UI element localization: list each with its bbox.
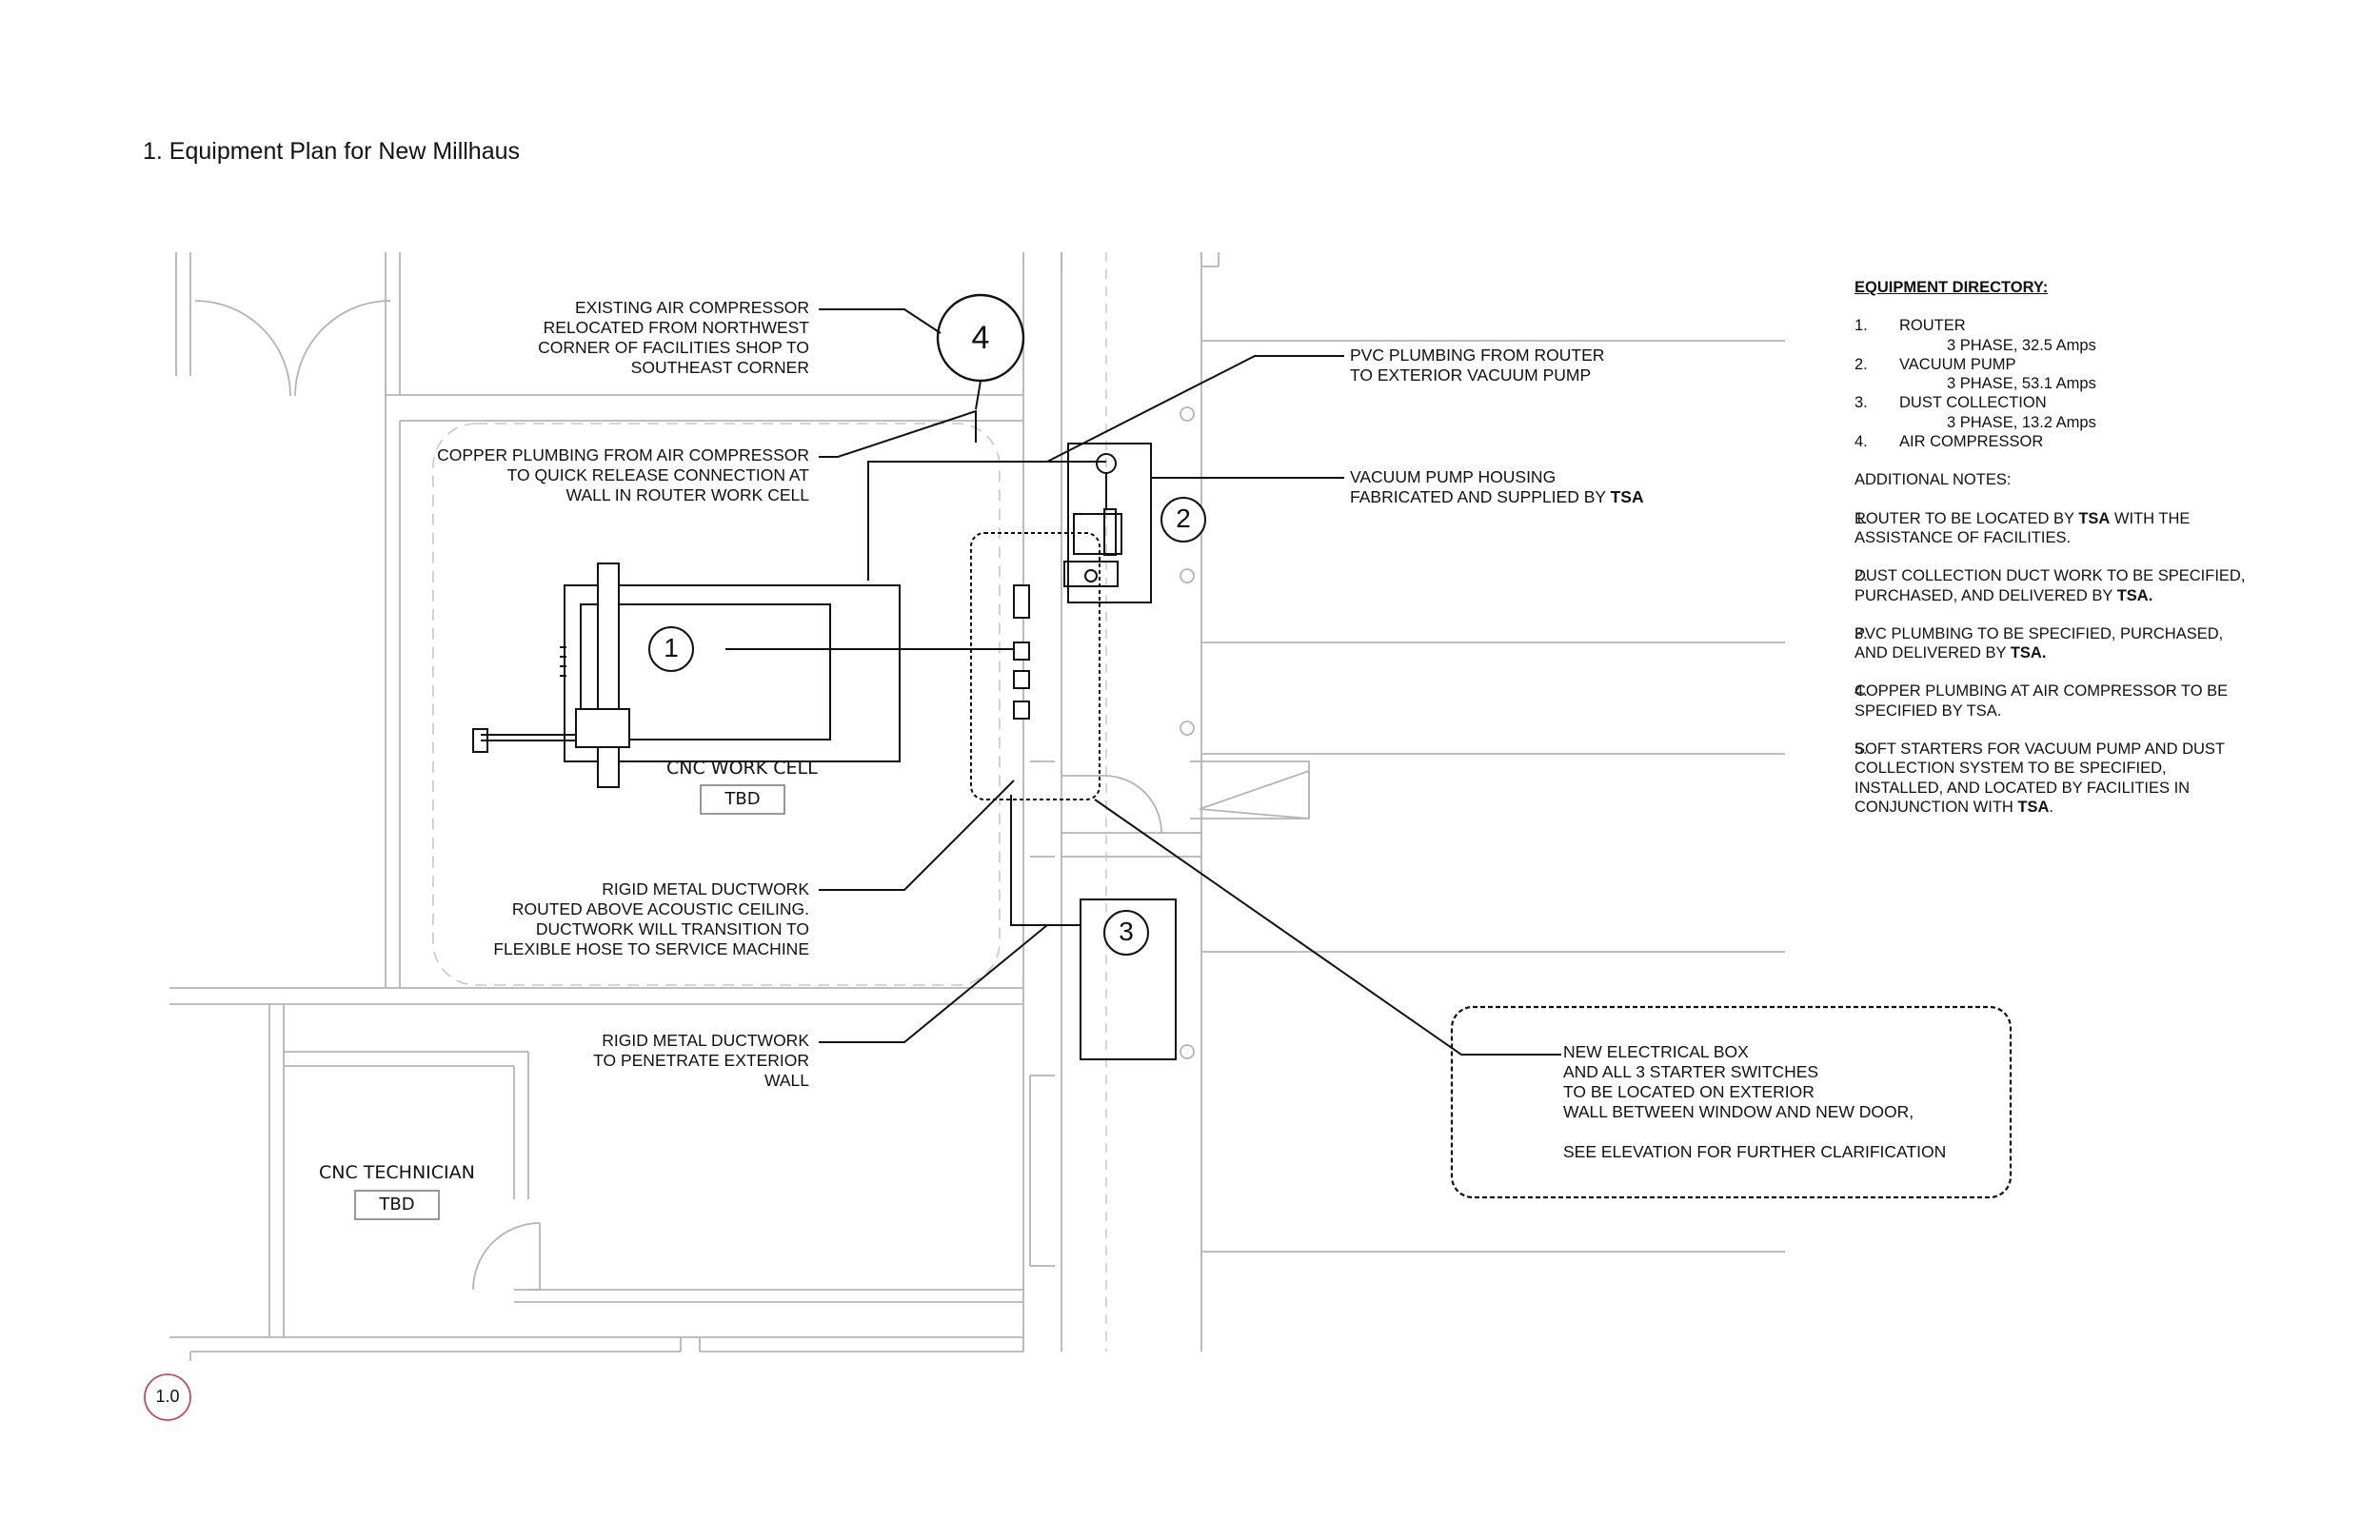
note-item: 1.ROUTER TO BE LOCATED BY TSA WITH THE A…: [1854, 509, 2191, 546]
sheet-badge-circle: [144, 1373, 191, 1421]
callout-leaders: [725, 308, 1561, 1056]
tag-label-2: 2: [1176, 503, 1191, 533]
equipment-directory: EQUIPMENT DIRECTORY: 1.ROUTER 3 PHASE, 3…: [1854, 278, 2254, 817]
callout-copper-plumbing: COPPER PLUMBING FROM AIR COMPRESSOR TO Q…: [437, 445, 809, 504]
technician-tag: TBD: [379, 1194, 415, 1214]
note-item: 3.PVC PLUMBING TO BE SPECIFIED, PURCHASE…: [1854, 624, 2224, 662]
callout-vacuum-housing: VACUUM PUMP HOUSING FABRICATED AND SUPPL…: [1350, 467, 1644, 506]
building-walls: [169, 252, 1785, 1361]
sheet-number: 1.0: [155, 1387, 180, 1406]
callout-ductwork-ceiling: RIGID METAL DUCTWORK ROUTED ABOVE ACOUST…: [493, 879, 809, 958]
work-cell-name: CNC WORK CELL: [666, 758, 818, 779]
directory-header: EQUIPMENT DIRECTORY:: [1854, 279, 2049, 296]
cnc-router-symbol: [472, 563, 901, 788]
callout-electrical-box: NEW ELECTRICAL BOX AND ALL 3 STARTER SWI…: [1563, 1042, 1947, 1161]
directory-item: 2.VACUUM PUMP: [1854, 355, 2016, 373]
work-cell-tag: TBD: [724, 789, 761, 809]
page-title: 1. Equipment Plan for New Millhaus: [143, 138, 521, 165]
work-cell-tag-box: [700, 784, 785, 815]
dust-collector-symbol: [1080, 898, 1177, 1060]
tag-circle-3: [1103, 910, 1149, 956]
note-item: 2.DUST COLLECTION DUCT WORK TO BE SPECIF…: [1854, 567, 2246, 604]
directory-item: 3.DUST COLLECTION: [1854, 394, 2047, 412]
note-item: 5.SOFT STARTERS FOR VACUUM PUMP AND DUST…: [1854, 740, 2225, 816]
technician-tag-box: [354, 1190, 440, 1220]
technician-name: CNC TECHNICIAN: [319, 1162, 475, 1183]
callout-air-compressor: EXISTING AIR COMPRESSOR RELOCATED FROM N…: [538, 298, 809, 377]
callout-pvc-plumbing: PVC PLUMBING FROM ROUTER TO EXTERIOR VAC…: [1350, 346, 1605, 385]
starter-switches: [1013, 584, 1030, 720]
directory-item: 4.AIR COMPRESSOR: [1854, 433, 2044, 451]
tag-label-3: 3: [1119, 917, 1134, 946]
vacuum-pump-housing: [1063, 443, 1152, 603]
tag-circle-1: [648, 626, 694, 672]
starter-switch-cloud: [970, 532, 1101, 800]
note-item: 4.COPPER PLUMBING AT AIR COMPRESSOR TO B…: [1854, 682, 2229, 720]
directory-item: 1.ROUTER: [1854, 317, 1966, 335]
tag-label-1: 1: [664, 633, 679, 662]
work-cell-boundary: [432, 423, 1001, 986]
notes-header: ADDITIONAL NOTES:: [1854, 471, 2012, 489]
tag-circle-2: [1160, 497, 1206, 543]
tag-label-4: 4: [971, 320, 990, 356]
callout-ductwork-wall: RIGID METAL DUCTWORK TO PENETRATE EXTERI…: [593, 1031, 809, 1090]
